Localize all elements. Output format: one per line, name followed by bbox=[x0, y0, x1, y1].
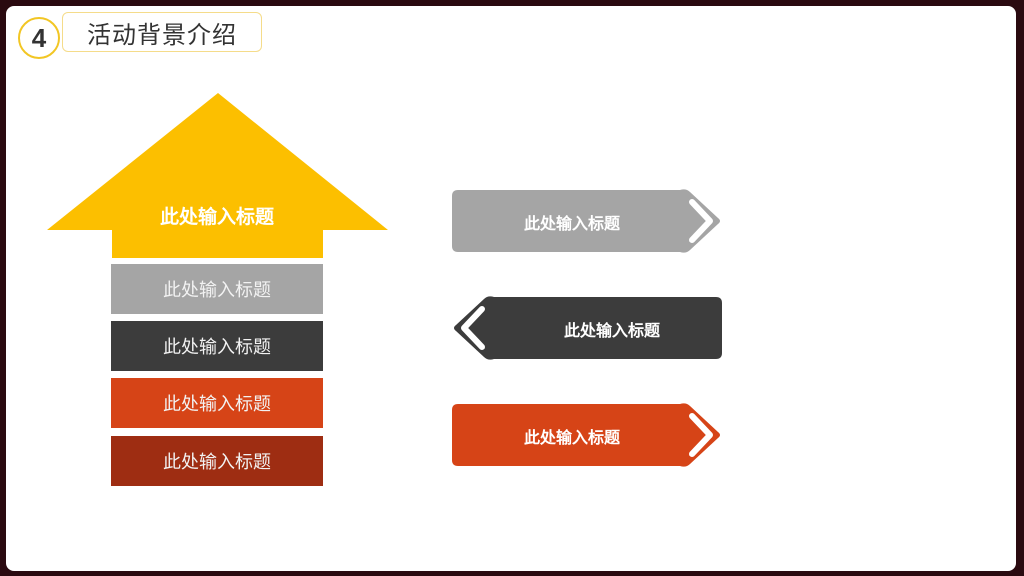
right-arrow-banner-shape bbox=[452, 403, 720, 467]
stack-box-1: 此处输入标题 bbox=[111, 264, 323, 314]
right-arrow-banner-shape bbox=[452, 189, 720, 253]
chevron-left-icon bbox=[461, 306, 485, 350]
banner-2-label: 此处输入标题 bbox=[563, 321, 660, 340]
banner-3: 此处输入标题 bbox=[452, 400, 732, 474]
stack-box-3: 此处输入标题 bbox=[111, 378, 323, 428]
up-arrow-label: 此处输入标题 bbox=[159, 206, 274, 228]
chevron-right-icon bbox=[689, 199, 713, 243]
left-arrow-banner-shape bbox=[454, 296, 722, 360]
section-title: 活动背景介绍 bbox=[62, 12, 262, 52]
section-number-badge: 4 bbox=[18, 17, 60, 59]
stack-box-2: 此处输入标题 bbox=[111, 321, 323, 371]
banner-3-label: 此处输入标题 bbox=[523, 428, 620, 447]
banner-2: 此处输入标题 bbox=[452, 294, 732, 368]
up-arrow-shape bbox=[47, 93, 388, 258]
stack-box-4: 此处输入标题 bbox=[111, 436, 323, 486]
banner-1-label: 此处输入标题 bbox=[523, 214, 620, 233]
banner-1: 此处输入标题 bbox=[452, 186, 732, 260]
chevron-right-icon bbox=[689, 413, 713, 457]
slide: 4 活动背景介绍 此处输入标题 此处输入标题 此处输入标题 此处输入标题 此处输… bbox=[6, 6, 1016, 571]
